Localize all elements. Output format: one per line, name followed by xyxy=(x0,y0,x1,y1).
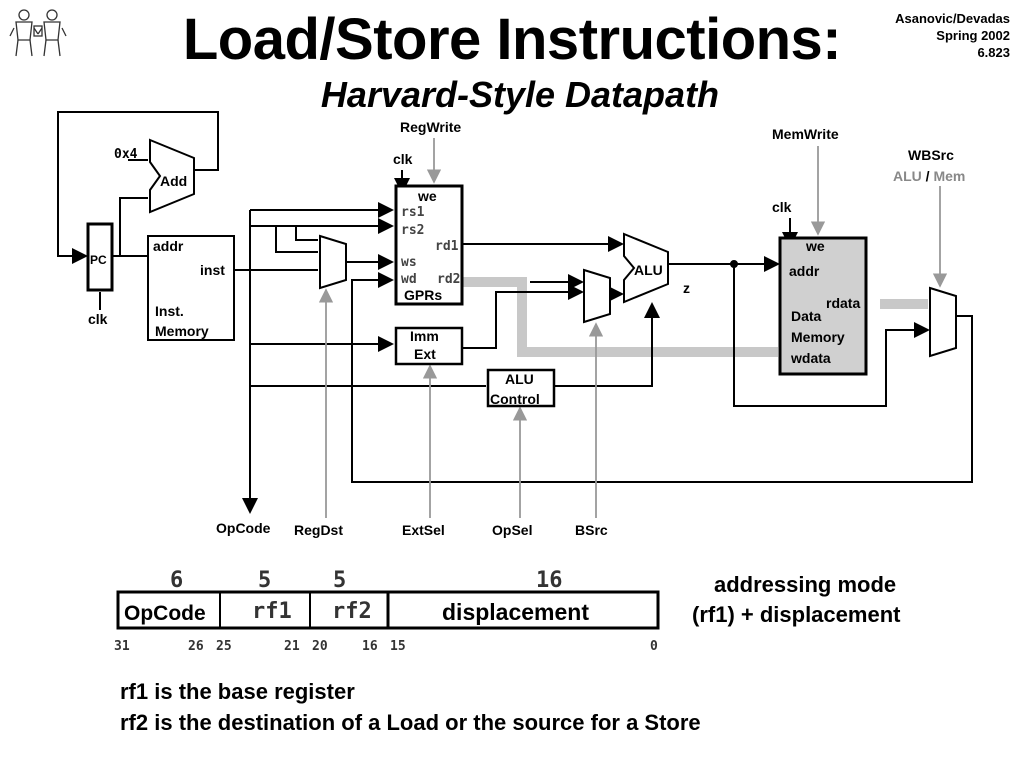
bit-0: 0 xyxy=(650,639,658,654)
imm-ext xyxy=(394,326,464,366)
credit-authors: Asanovic/Devadas xyxy=(895,11,1010,26)
imm-label-2: Ext xyxy=(414,346,436,362)
bsrc-mux xyxy=(583,268,611,324)
adder-block xyxy=(149,138,195,214)
note-rf1: rf1 is the base register xyxy=(120,679,355,704)
dmem-name-2: Memory xyxy=(791,329,845,345)
credits: Asanovic/Devadas Spring 2002 6.823 xyxy=(895,10,1010,61)
pc-register xyxy=(86,222,114,292)
dmem-name-1: Data xyxy=(791,308,822,324)
gray-buses xyxy=(462,277,928,357)
wbsrc-alu: ALU xyxy=(893,168,922,184)
gprs-label: GPRs xyxy=(404,287,442,303)
gpr-rs2-label: rs2 xyxy=(401,223,424,238)
field-rf1: rf1 xyxy=(252,599,292,624)
bit-15: 15 xyxy=(390,639,406,654)
wbsrc-mem: Mem xyxy=(933,168,965,184)
signal-regdst: RegDst xyxy=(294,522,343,538)
credit-term: Spring 2002 xyxy=(936,28,1010,43)
gpr-we-label: we xyxy=(417,188,437,204)
signal-opsel: OpSel xyxy=(492,522,532,538)
regwrite-label: RegWrite xyxy=(400,119,461,135)
gpr-rs1-label: rs1 xyxy=(401,205,425,220)
aluc-label-1: ALU xyxy=(505,371,534,387)
alu-label: ALU xyxy=(634,262,663,278)
page-title: Load/Store Instructions: xyxy=(182,7,842,72)
data-memory xyxy=(778,236,868,376)
alu-control xyxy=(486,368,556,408)
dmem-wdata-label: wdata xyxy=(790,350,831,366)
imem-addr-label: addr xyxy=(153,238,184,254)
imem-name-2: Memory xyxy=(155,323,209,339)
bit-26: 26 xyxy=(188,639,204,654)
width-rf2: 5 xyxy=(333,568,346,593)
wbsrc-label: WBSrc xyxy=(908,147,954,163)
add-const: 0x4 xyxy=(114,147,138,162)
signal-extsel: ExtSel xyxy=(402,522,445,538)
gpr-rd2-label: rd2 xyxy=(437,272,460,287)
dmem-rdata-label: rdata xyxy=(826,295,860,311)
signal-opcode: OpCode xyxy=(216,520,271,536)
inst-memory xyxy=(147,235,235,341)
bit-31: 31 xyxy=(114,639,130,654)
dmem-addr-label: addr xyxy=(789,263,820,279)
bit-21: 21 xyxy=(284,639,300,654)
aluc-label-2: Control xyxy=(490,391,540,407)
add-label: Add xyxy=(160,173,187,189)
imem-inst-label: inst xyxy=(200,262,225,278)
bit-20: 20 xyxy=(312,639,328,654)
gpr-wd-label: wd xyxy=(401,272,417,287)
imem-name-1: Inst. xyxy=(155,303,184,319)
addressing-mode-title: addressing mode xyxy=(714,572,897,597)
imm-label-1: Imm xyxy=(410,328,439,344)
wbsrc-options: ALU / Mem xyxy=(893,168,965,184)
gpr-ws-label: ws xyxy=(401,255,417,270)
notes: rf1 is the base register rf2 is the dest… xyxy=(120,676,701,738)
memwrite-label: MemWrite xyxy=(772,126,839,142)
pc-label: PC xyxy=(90,253,107,267)
alu-z-label: z xyxy=(683,280,690,296)
wires xyxy=(57,111,973,514)
alu-block xyxy=(623,232,669,304)
control-lines xyxy=(318,138,948,518)
dmem-we-label: we xyxy=(805,238,825,254)
field-rf2: rf2 xyxy=(332,599,372,624)
signal-bsrc: BSrc xyxy=(575,522,608,538)
pc-clk-label: clk xyxy=(88,311,108,327)
page-subtitle: Harvard-Style Datapath xyxy=(320,74,720,115)
instruction-format: 6 5 5 16 OpCode rf1 rf2 displacement 31 … xyxy=(114,568,660,654)
width-opcode: 6 xyxy=(170,568,183,593)
mit-logo xyxy=(9,9,67,57)
dmem-clk-label: clk xyxy=(772,199,792,215)
addressing-mode-formula: (rf1) + displacement xyxy=(692,602,901,627)
wbsrc-mux xyxy=(929,286,957,358)
width-displacement: 16 xyxy=(536,568,563,593)
credit-course: 6.823 xyxy=(977,45,1010,60)
field-opcode: OpCode xyxy=(124,602,206,625)
wbsrc-sep: / xyxy=(922,168,934,184)
gpr-file xyxy=(394,184,464,306)
gpr-rd1-label: rd1 xyxy=(435,239,459,254)
regdst-mux xyxy=(319,234,347,290)
bit-16: 16 xyxy=(362,639,378,654)
bit-25: 25 xyxy=(216,639,232,654)
field-displacement: displacement xyxy=(442,599,589,625)
note-rf2: rf2 is the destination of a Load or the … xyxy=(120,710,701,735)
gpr-clk-label: clk xyxy=(393,151,413,167)
width-rf1: 5 xyxy=(258,568,271,593)
